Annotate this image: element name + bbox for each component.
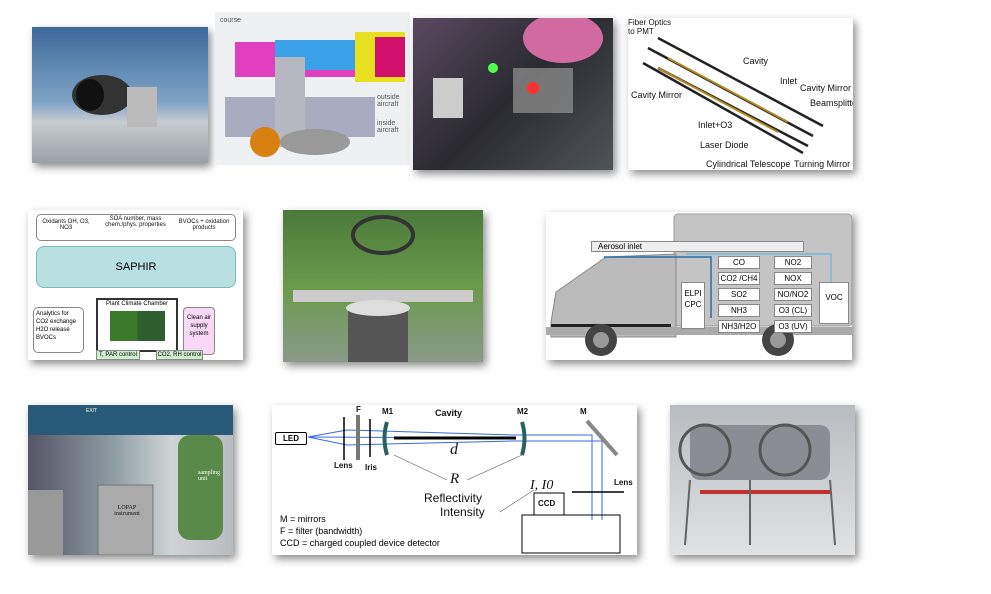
analyzer-nh3-h2o: NH3/H2O: [718, 320, 760, 333]
exit-sign: EXIT: [86, 408, 98, 414]
filter-label: F: [356, 405, 361, 414]
inside-label: inside aircraft: [377, 120, 399, 134]
saphir-diagram: Oxidants OH, O3, NO3 SOA number, mass ch…: [28, 210, 243, 360]
analyzer-nox: NOX: [774, 272, 812, 285]
led-box: LED: [275, 432, 307, 445]
aircraft-inlet-drawing: course outside aircraft inside aircraft: [215, 12, 410, 165]
lens-label-left: Lens: [334, 461, 353, 470]
cavity-label: Cavity: [435, 408, 463, 418]
legend-ccd: CCD = charged coupled device detector: [280, 538, 440, 548]
cad-chamber-rendering: [670, 405, 855, 555]
voc-box: VOC: [819, 282, 849, 324]
plant-chamber-label: Plant Climate Chamber: [105, 301, 169, 307]
label-cavity-mirror-right: Cavity Mirror: [800, 83, 851, 93]
lopap-label: LOPAP instrument: [114, 505, 140, 517]
saphir-chamber: SAPHIR: [36, 246, 236, 288]
intensity-label: Intensity: [440, 505, 485, 519]
legend: M = mirrors F = filter (bandwidth) CCD =…: [280, 513, 440, 549]
label-cavity: Cavity: [743, 56, 769, 66]
clean-air-box: Clean air supply system: [183, 307, 215, 355]
reflectivity-r-label: R: [450, 471, 460, 487]
photo-laser-lab: [413, 18, 613, 170]
analyzer-o3-cl: O3 (CL): [774, 304, 812, 317]
elpi-cpc-box: ELPI CPC: [681, 282, 705, 329]
legend-mirrors: M = mirrors: [280, 514, 326, 524]
analyzer-so2: SO2: [718, 288, 760, 301]
iris-label: Iris: [365, 463, 378, 472]
label-fiber-optics: Fiber Optics to PMT: [628, 18, 672, 36]
reflectivity-label: Reflectivity: [424, 491, 483, 505]
cavity-spectroscopy-diagram: LED F M1 Cavity M2 M Lens Iris d R Refle…: [272, 405, 637, 555]
left-analyzers: CO CO2 /CH4 SO2 NH3 NH3/H2O: [718, 256, 760, 333]
label-laser-diode: Laser Diode: [700, 140, 749, 150]
label-turning-mirror: Turning Mirror: [794, 159, 851, 169]
lens-label-right: Lens: [614, 478, 633, 487]
legend-filter: F = filter (bandwidth): [280, 526, 363, 536]
outside-label: outside aircraft: [377, 94, 400, 108]
mirror-m2-label: M2: [517, 407, 529, 416]
measurement-van-diagram: Aerosol inlet ELPI CPC VOC CO CO2 /CH4 S…: [546, 212, 852, 360]
tpar-control: T, PAR control: [96, 350, 140, 360]
analyzer-co2-ch4: CO2 /CH4: [718, 272, 760, 285]
photo-rooftop-instruments: [283, 210, 483, 362]
ccd-label: CCD: [538, 499, 556, 508]
bvocs-label: BVOCs + oxidation products: [178, 219, 230, 231]
label-cavity-mirror-left: Cavity Mirror: [631, 90, 682, 100]
label-cylindrical-telescope: Cylindrical Telescope: [706, 159, 791, 169]
photo-aircraft-inlet: [32, 27, 208, 163]
label-inlet: Inlet: [780, 76, 798, 86]
oxidants-label: Oxidants OH, O3, NO3: [42, 219, 90, 231]
right-analyzers: NO2 NOX NO/NO2 O3 (CL) O3 (UV): [774, 256, 812, 333]
course-label: course: [220, 17, 242, 24]
label-beamsplitter: Beamsplitter: [810, 98, 853, 108]
analyzer-no-no2: NO/NO2: [774, 288, 812, 301]
aerosol-inlet: Aerosol inlet: [591, 241, 804, 252]
analyzer-no2: NO2: [774, 256, 812, 269]
analyzer-o3-uv: O3 (UV): [774, 320, 812, 333]
soa-label: SOA number, mass chem./phys. properties: [105, 216, 166, 228]
sampling-unit-label: sampling unit: [198, 470, 220, 482]
co2rh-control: CO2, RH control: [156, 350, 203, 360]
analytics-box: Analytics for CO2 exchange H2O release B…: [33, 307, 84, 353]
analyzer-co: CO: [718, 256, 760, 269]
photo-zeppelin-cockpit: EXIT sampling unit LOPAP instrument: [28, 405, 233, 555]
label-inlet-o3: Inlet+O3: [698, 120, 733, 130]
intensity-i-label: I, I0: [530, 478, 554, 493]
cavity-instrument-diagram: Fiber Optics to PMT Cavity Inlet Cavity …: [628, 18, 853, 170]
analyzer-nh3: NH3: [718, 304, 760, 317]
mirror-m1-label: M1: [382, 407, 394, 416]
distance-d-label: d: [450, 441, 458, 458]
mirror-m-label: M: [580, 407, 587, 416]
